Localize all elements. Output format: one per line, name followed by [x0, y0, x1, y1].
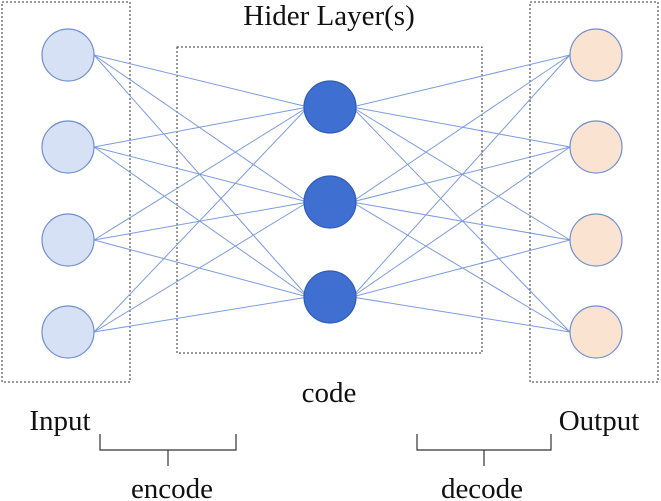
code-label: code — [302, 377, 357, 409]
decode-label: decode — [441, 473, 523, 501]
edge-input-4-to-hidden-1 — [93, 106, 309, 333]
edge-input-1-to-hidden-2 — [93, 54, 309, 203]
encode-label: encode — [131, 473, 213, 501]
edge-input-3-to-hidden-2 — [93, 201, 309, 241]
input-label: Input — [29, 405, 90, 437]
edge-hidden-1-to-output-2 — [351, 106, 571, 148]
edge-input-3-to-hidden-3 — [93, 239, 309, 298]
input-node-3 — [41, 213, 95, 267]
input-node-4 — [41, 305, 95, 359]
edge-input-4-to-hidden-2 — [93, 201, 309, 333]
output-layer-box — [529, 1, 659, 383]
output-node-1 — [569, 28, 623, 82]
edge-input-2-to-hidden-1 — [93, 106, 309, 148]
output-label: Output — [559, 405, 640, 437]
connection-edges — [93, 54, 571, 333]
edge-input-1-to-hidden-3 — [93, 54, 309, 298]
edge-hidden-3-to-output-4 — [351, 296, 571, 333]
neuron-nodes — [41, 28, 623, 359]
edge-hidden-1-to-output-4 — [351, 106, 571, 333]
encode-bracket — [99, 434, 237, 466]
decode-bracket — [416, 434, 552, 466]
edge-input-2-to-hidden-2 — [93, 146, 309, 203]
hidden-node-2 — [303, 175, 357, 229]
edge-hidden-3-to-output-2 — [351, 146, 571, 298]
hidden-layer-title: Hider Layer(s) — [243, 0, 415, 32]
input-node-1 — [41, 28, 95, 82]
hidden-node-1 — [303, 80, 357, 134]
edge-hidden-3-to-output-3 — [351, 239, 571, 298]
output-node-4 — [569, 305, 623, 359]
edge-input-2-to-hidden-3 — [93, 146, 309, 298]
output-node-2 — [569, 120, 623, 174]
edge-hidden-2-to-output-4 — [351, 201, 571, 333]
input-layer-box — [1, 1, 131, 383]
edge-hidden-1-to-output-1 — [351, 54, 571, 108]
edge-hidden-2-to-output-3 — [351, 201, 571, 241]
edge-hidden-2-to-output-1 — [351, 54, 571, 203]
edge-input-4-to-hidden-3 — [93, 296, 309, 333]
edge-hidden-1-to-output-3 — [351, 106, 571, 241]
edge-hidden-2-to-output-2 — [351, 146, 571, 203]
hidden-layer-box — [176, 46, 483, 354]
hidden-node-3 — [303, 270, 357, 324]
edge-input-1-to-hidden-1 — [93, 54, 309, 108]
output-node-3 — [569, 213, 623, 267]
edge-input-3-to-hidden-1 — [93, 106, 309, 241]
input-node-2 — [41, 120, 95, 174]
edge-hidden-3-to-output-1 — [351, 54, 571, 298]
